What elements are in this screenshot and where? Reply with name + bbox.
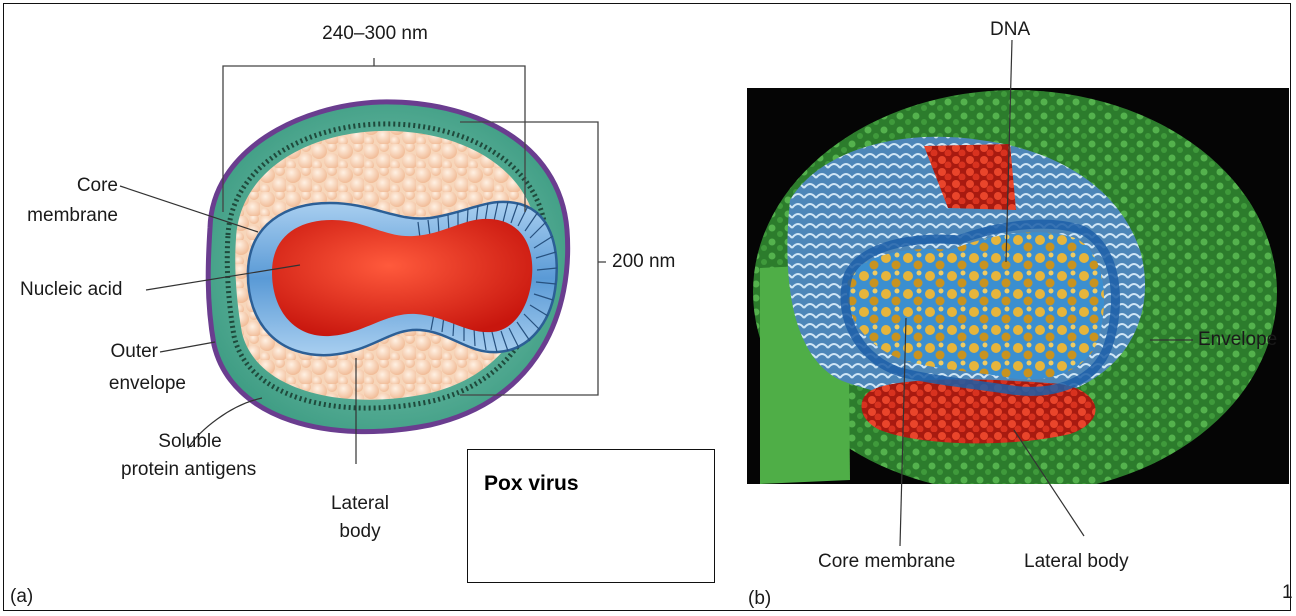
label-body: body xyxy=(320,520,400,544)
label-nucleic-acid: Nucleic acid xyxy=(20,278,122,302)
label-core-membrane-b: Core membrane xyxy=(818,550,955,574)
label-protein-antigens: protein antigens xyxy=(121,458,256,482)
label-core: Core xyxy=(40,174,118,198)
label-soluble: Soluble xyxy=(120,430,260,454)
label-envelope-a: envelope xyxy=(40,372,186,396)
label-lateral-body-b: Lateral body xyxy=(1024,550,1129,574)
label-outer: Outer xyxy=(40,340,158,364)
panel-a-tag: (a) xyxy=(10,586,33,608)
width-dimension-label: 240–300 nm xyxy=(300,22,450,46)
pox-virus-micrograph xyxy=(747,40,1289,546)
label-envelope-b: Envelope xyxy=(1198,328,1277,352)
label-dna: DNA xyxy=(990,18,1030,42)
panel-b-tag: (b) xyxy=(748,588,771,610)
height-dimension-label: 200 nm xyxy=(612,250,675,274)
page-number: 1 xyxy=(1282,582,1293,604)
pox-virus-schematic xyxy=(120,58,606,464)
caption-textbox: Pox virus xyxy=(467,449,715,583)
caption-text: Pox virus xyxy=(484,472,579,496)
label-lateral: Lateral xyxy=(320,492,400,516)
label-membrane: membrane xyxy=(20,204,118,228)
